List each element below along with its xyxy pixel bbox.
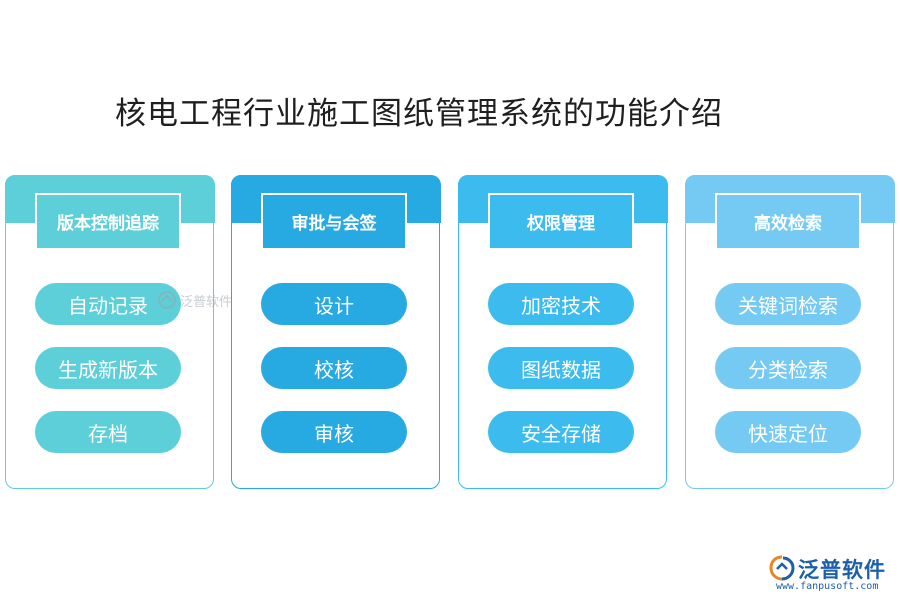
feature-panel-version-control: 版本控制追踪 自动记录 生成新版本 存档 <box>4 174 215 489</box>
brand-logo: 泛普软件 www.fanpusoft.com <box>768 554 893 594</box>
fanpu-logo-icon <box>158 291 176 309</box>
panel-heading: 权限管理 <box>488 193 634 250</box>
feature-panel-search: 高效检索 关键词检索 分类检索 快速定位 <box>684 174 895 489</box>
feature-item: 图纸数据 <box>488 347 634 389</box>
panel-heading: 高效检索 <box>715 193 861 250</box>
watermark: 泛普软件 <box>157 290 232 310</box>
fanpu-logo-icon <box>769 555 795 581</box>
panel-heading: 版本控制追踪 <box>35 193 181 250</box>
logo-url: www.fanpusoft.com <box>776 581 879 592</box>
feature-item: 设计 <box>261 283 407 325</box>
feature-item: 自动记录 <box>35 283 181 325</box>
watermark-text: 泛普软件 <box>180 294 233 310</box>
feature-item: 分类检索 <box>715 347 861 389</box>
feature-panel-permissions: 权限管理 加密技术 图纸数据 安全存储 <box>457 174 668 489</box>
feature-item: 加密技术 <box>488 283 634 325</box>
feature-item: 生成新版本 <box>35 347 181 389</box>
feature-item: 校核 <box>261 347 407 389</box>
feature-item: 安全存储 <box>488 411 634 453</box>
panel-heading: 审批与会签 <box>261 193 407 250</box>
logo-name: 泛普软件 <box>798 558 886 582</box>
feature-item: 审核 <box>261 411 407 453</box>
feature-item: 快速定位 <box>715 411 861 453</box>
page-title: 核电工程行业施工图纸管理系统的功能介绍 <box>115 96 723 132</box>
feature-item: 存档 <box>35 411 181 453</box>
feature-item: 关键词检索 <box>715 283 861 325</box>
feature-panel-approval: 审批与会签 设计 校核 审核 <box>230 174 441 489</box>
